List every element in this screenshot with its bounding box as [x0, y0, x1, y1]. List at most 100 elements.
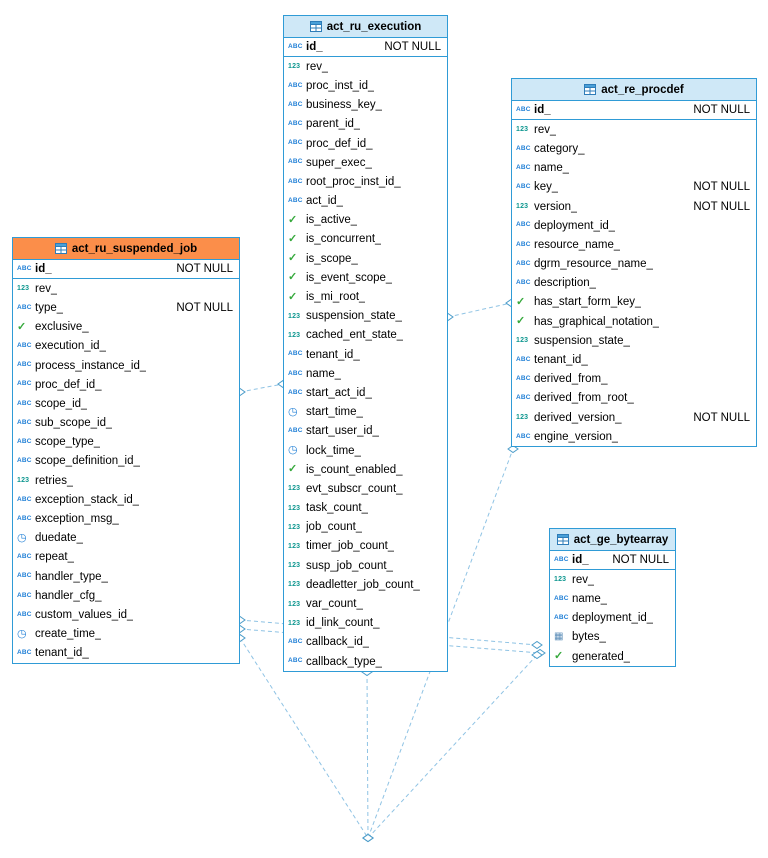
- column-lock_time_[interactable]: ◷lock_time_: [284, 441, 447, 460]
- column-is_mi_root_[interactable]: ✓is_mi_root_: [284, 287, 447, 306]
- column-has_start_form_key_[interactable]: ✓has_start_form_key_: [512, 293, 756, 312]
- column-name: key_: [534, 181, 559, 194]
- column-rev_[interactable]: 123 rev_: [550, 570, 675, 589]
- column-is_scope_[interactable]: ✓is_scope_: [284, 249, 447, 268]
- entity-header[interactable]: act_re_procdef: [512, 79, 756, 101]
- column-is_concurrent_[interactable]: ✓is_concurrent_: [284, 230, 447, 249]
- column-start_time_[interactable]: ◷start_time_: [284, 403, 447, 422]
- column-is_active_[interactable]: ✓is_active_: [284, 211, 447, 230]
- number-type-icon: 123: [554, 576, 567, 584]
- column-name: derived_from_root_: [534, 392, 634, 405]
- column-duedate_[interactable]: ◷duedate_: [13, 529, 239, 548]
- entity-header[interactable]: act_ge_bytearray: [550, 529, 675, 551]
- column-is_count_enabled_[interactable]: ✓is_count_enabled_: [284, 460, 447, 479]
- entity-header[interactable]: act_ru_execution: [284, 16, 447, 38]
- entity-header[interactable]: act_ru_suspended_job: [13, 238, 239, 260]
- column-generated_[interactable]: ✓generated_: [550, 647, 675, 666]
- string-type-icon: ABC: [17, 553, 32, 561]
- not-null-label: NOT NULL: [693, 104, 750, 117]
- column-create_time_[interactable]: ◷create_time_: [13, 625, 239, 644]
- column-name: suspension_state_: [534, 334, 630, 347]
- column-exclusive_[interactable]: ✓exclusive_: [13, 318, 239, 337]
- column-name: execution_id_: [35, 340, 106, 353]
- column-has_graphical_notation_[interactable]: ✓has_graphical_notation_: [512, 312, 756, 331]
- number-type-icon: 123: [288, 312, 301, 320]
- string-type-icon: ABC: [288, 638, 303, 646]
- string-type-icon: ABC: [554, 613, 569, 621]
- column-name: sub_scope_id_: [35, 417, 113, 430]
- column-is_event_scope_[interactable]: ✓is_event_scope_: [284, 268, 447, 287]
- string-type-icon: ABC: [516, 105, 531, 113]
- column-name: rev_: [572, 573, 595, 586]
- column-bytes_[interactable]: ▦bytes_: [550, 628, 675, 647]
